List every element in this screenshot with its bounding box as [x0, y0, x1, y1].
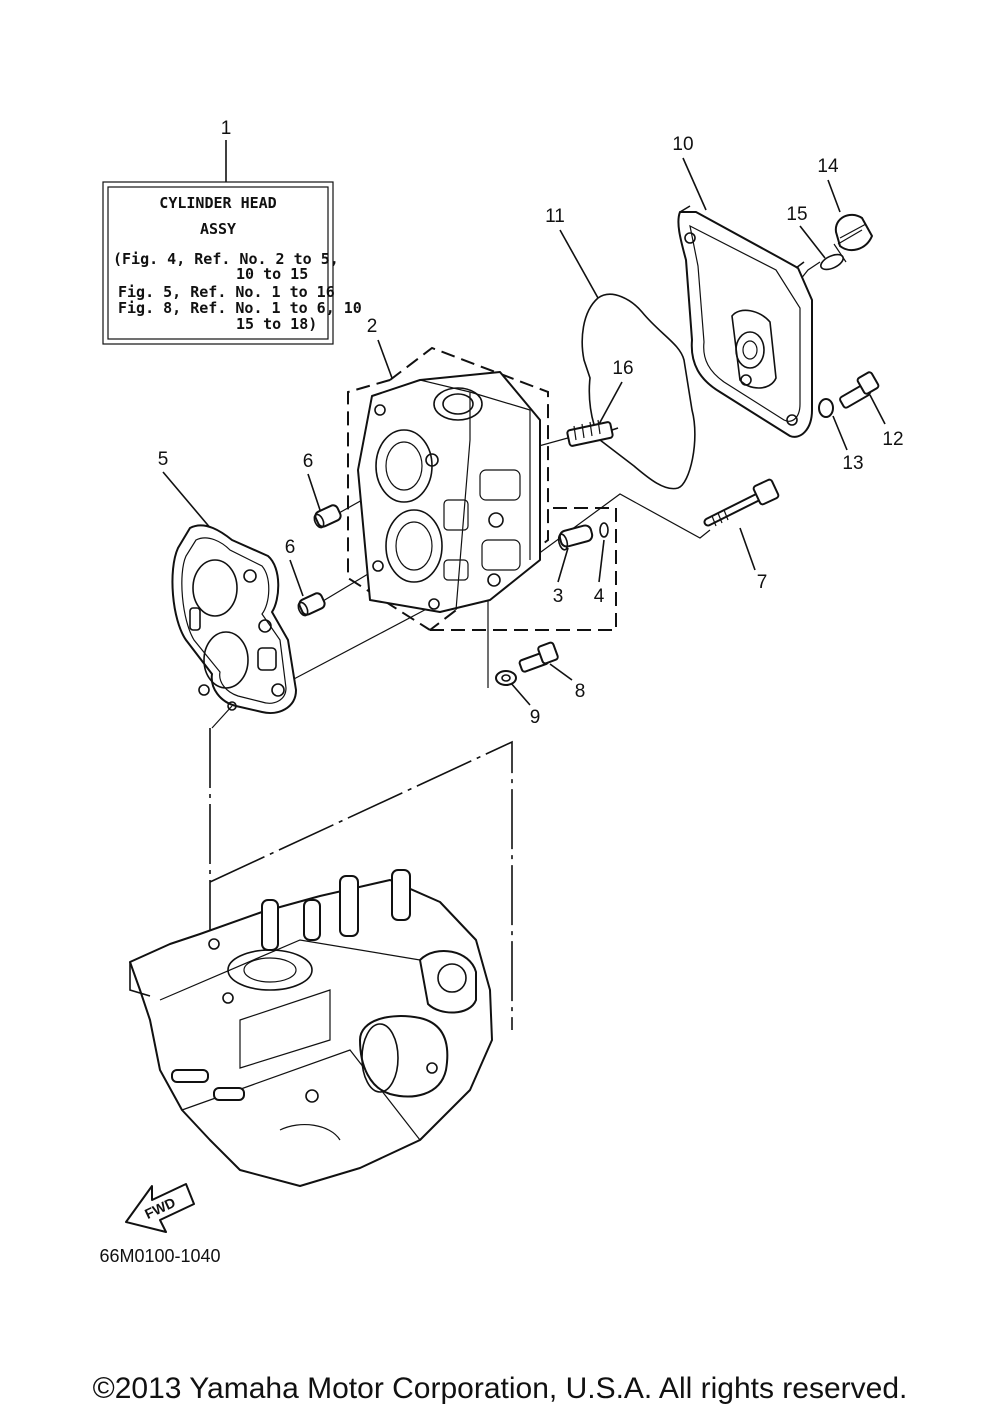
- cover-bolt: [839, 371, 880, 409]
- assy-box-line-1: CYLINDER HEAD: [159, 194, 276, 212]
- cover-bolt-washer: [818, 398, 834, 418]
- callout-6-upper: 6: [303, 451, 314, 472]
- diagram-code: 66M0100-1040: [99, 1246, 220, 1266]
- block-alignment-line-right: [209, 740, 513, 1030]
- callout-10: 10: [672, 134, 693, 155]
- assy-box-line-3: (Fig. 4, Ref. No. 2 to 5,: [113, 250, 339, 268]
- spark-plug: [566, 419, 619, 447]
- callout-8: 8: [575, 681, 586, 702]
- callout-14: 14: [817, 156, 839, 177]
- valve: [557, 524, 594, 551]
- washer: [495, 670, 517, 686]
- cylinder-head-cover: [677, 205, 813, 438]
- valve-clip: [599, 522, 609, 538]
- head-assy-dashed-outline: [389, 346, 549, 631]
- callout-15: 15: [786, 204, 807, 225]
- assy-box-line-6: Fig. 8, Ref. No. 1 to 6, 10: [118, 299, 362, 317]
- assy-box-line-4: 10 to 15: [236, 265, 308, 283]
- cover-gasket: [581, 293, 696, 490]
- callout-9: 9: [530, 707, 541, 728]
- callout-12: 12: [882, 429, 903, 450]
- head-bolt: [703, 478, 780, 527]
- forward-direction-arrow: FWD: [125, 1183, 195, 1233]
- cylinder-head-assy-box: CYLINDER HEAD ASSY (Fig. 4, Ref. No. 2 t…: [102, 181, 362, 345]
- oil-filler-cap: [833, 213, 873, 263]
- callout-7: 7: [757, 572, 768, 593]
- callout-2: 2: [367, 316, 378, 337]
- cylinder-block: [129, 869, 493, 1187]
- anode-bolt: [518, 641, 559, 673]
- callout-5: 5: [158, 449, 169, 470]
- callout-1: 1: [221, 118, 232, 139]
- callout-16: 16: [612, 358, 633, 379]
- o-ring: [820, 253, 844, 271]
- callout-6-lower: 6: [285, 537, 296, 558]
- dowel-pin-upper: [313, 504, 342, 529]
- leader-lines: [162, 157, 886, 706]
- assy-box-line-2: ASSY: [200, 220, 236, 238]
- assy-box-line-5: Fig. 5, Ref. No. 1 to 16: [118, 283, 335, 301]
- copyright-notice: ©2013 Yamaha Motor Corporation, U.S.A. A…: [92, 1372, 908, 1405]
- callout-4: 4: [594, 586, 605, 607]
- callout-3: 3: [553, 586, 564, 607]
- cylinder-head: [357, 371, 541, 613]
- callout-11: 11: [545, 206, 565, 227]
- dowel-pin-lower: [297, 592, 326, 617]
- valve-dashed-outline: [430, 507, 617, 631]
- assy-box-line-7: 15 to 18): [236, 315, 317, 333]
- head-gasket: [171, 524, 297, 714]
- callout-13: 13: [842, 453, 863, 474]
